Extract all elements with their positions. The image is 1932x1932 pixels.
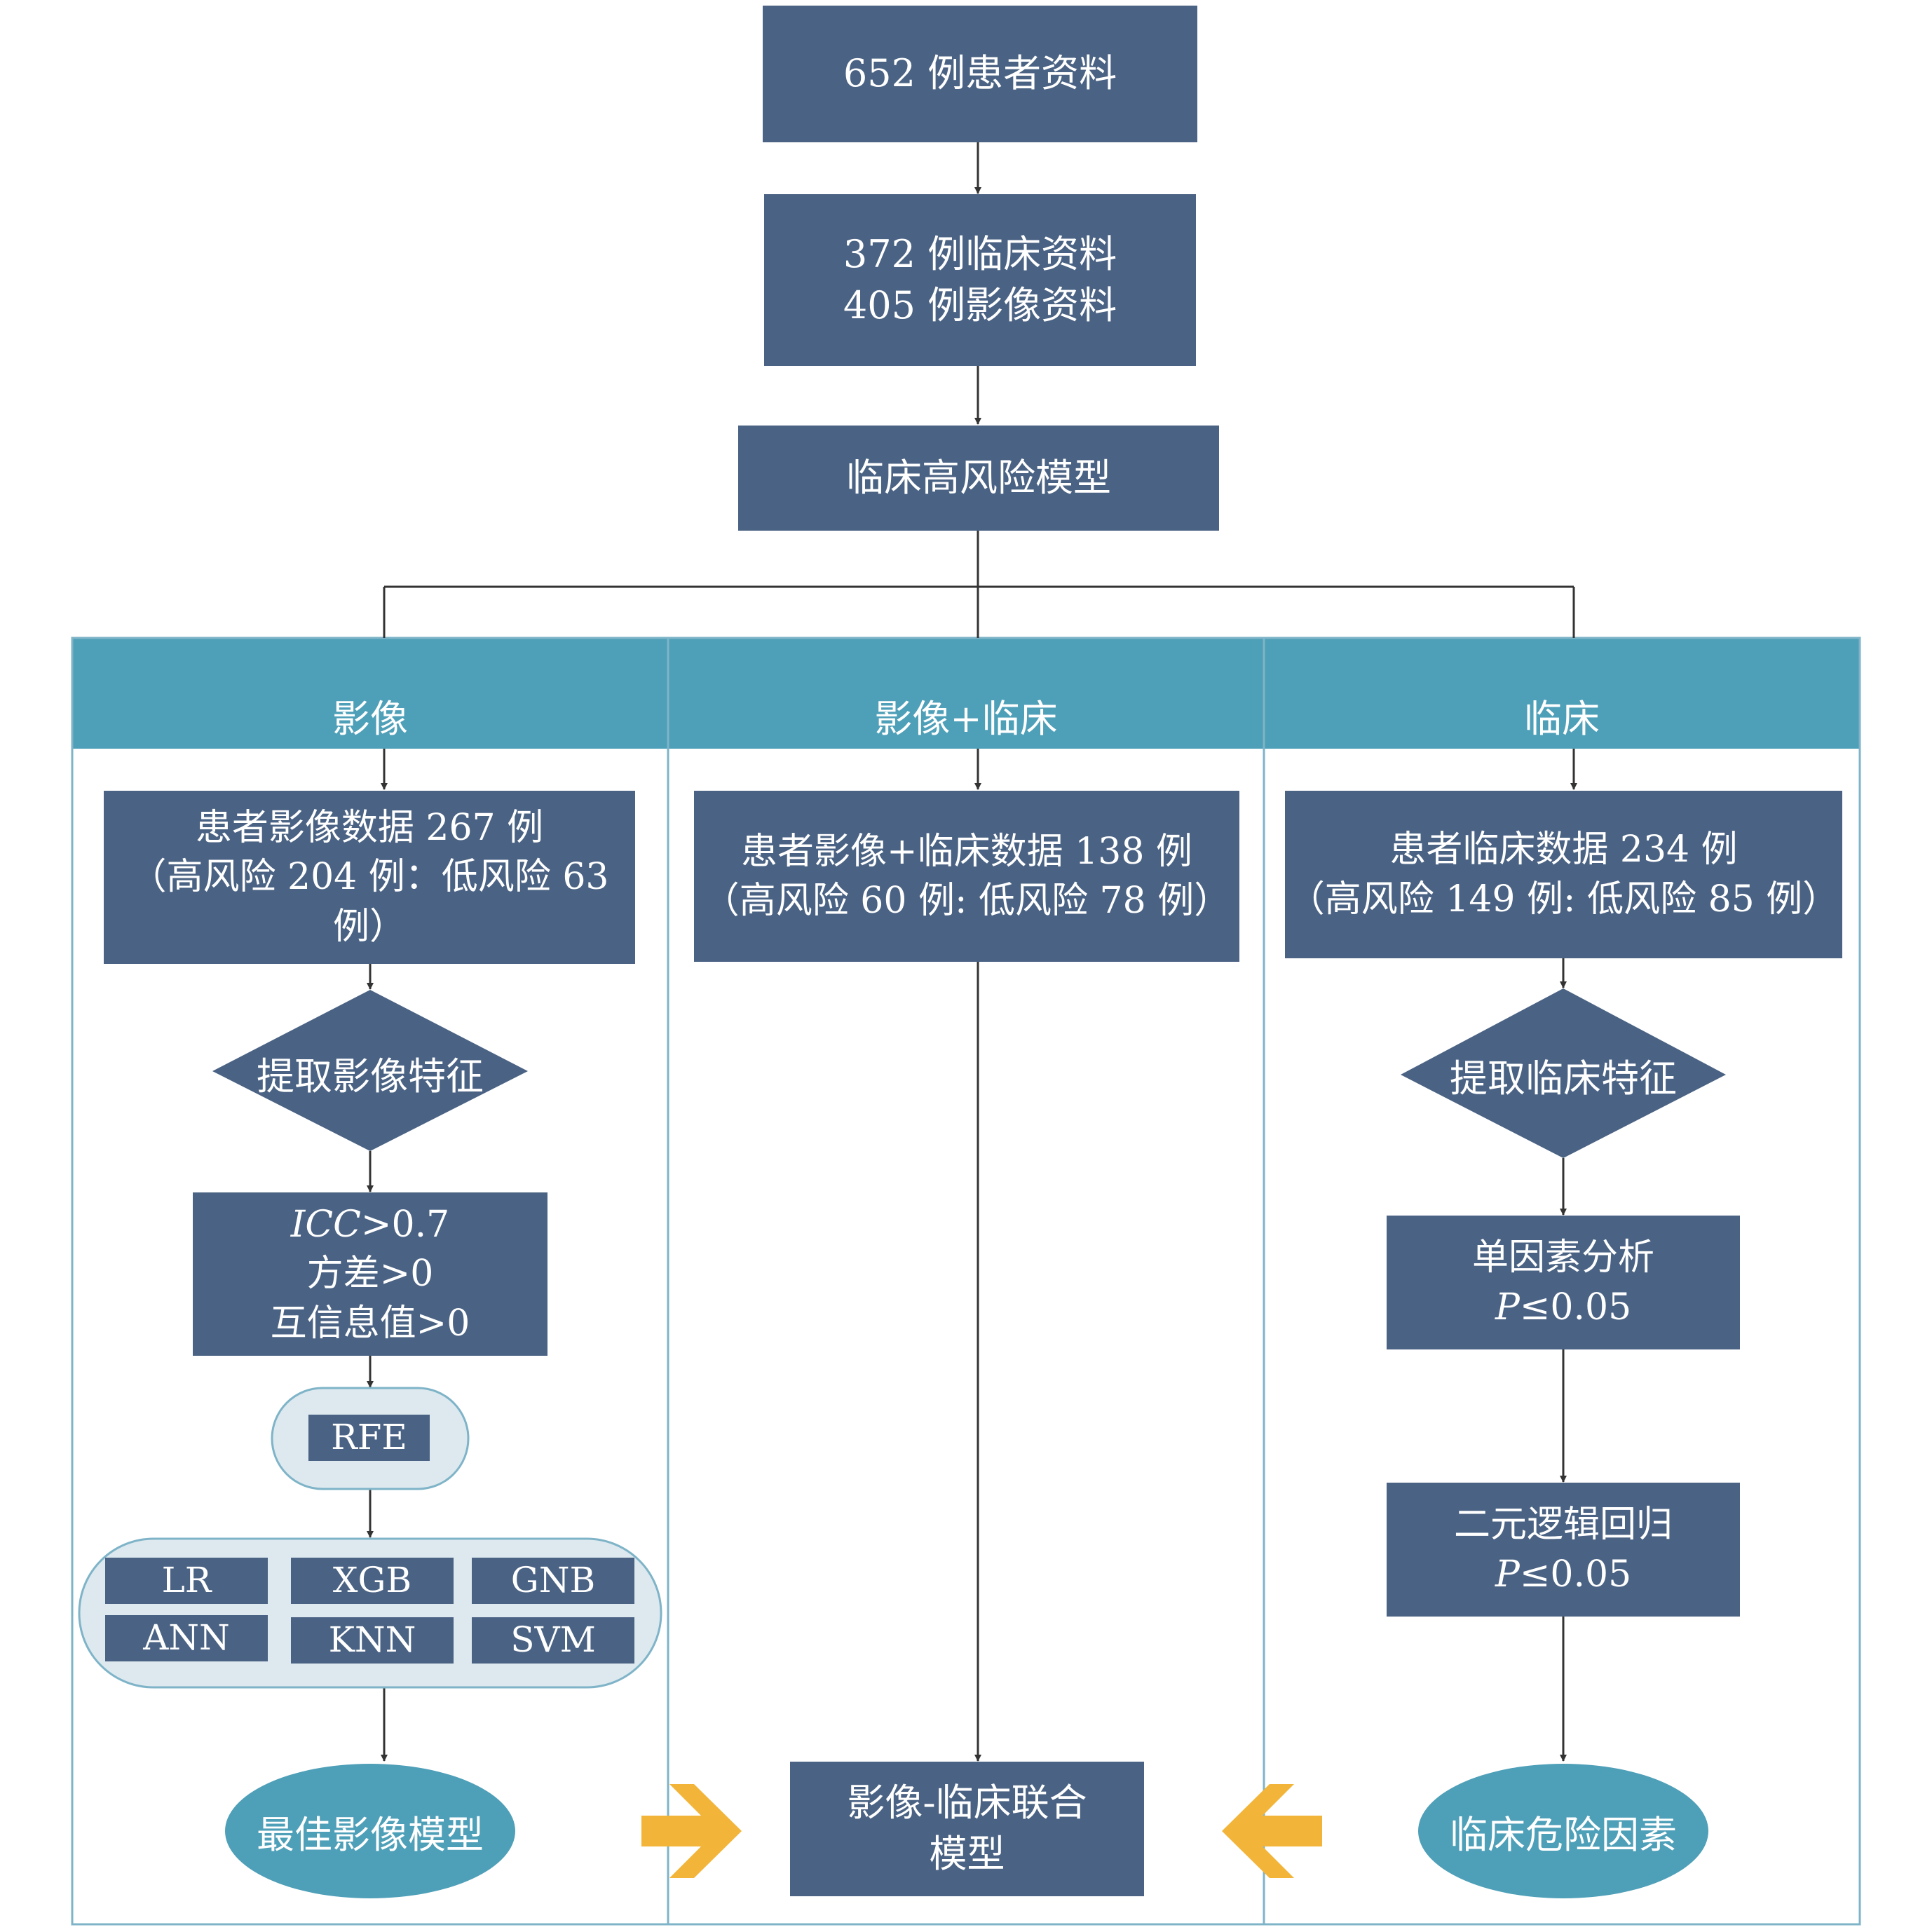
filter-icc-var: ICC [290,1204,361,1246]
univariate-p-rest: ≤0.05 [1519,1286,1632,1328]
data-line-2: 405 例影像资料 [843,283,1117,327]
data-line-1: 372 例临床资料 [843,231,1117,276]
panel-outline [71,637,1861,1926]
high-risk-model-box: 临床高风险模型 [738,426,1219,531]
classifier-svm: SVM [472,1617,634,1664]
clinical-data-line-2: （高风险 149 例: 低风险 85 例） [1288,878,1839,920]
clinical-data-box: 患者临床数据 234 例 （高风险 149 例: 低风险 85 例） [1285,791,1842,958]
yellow-arrow-right [641,1784,742,1878]
imaging-data-box: 患者影像数据 267 例 （高风险 204 例：低风险 63 例） [104,791,635,964]
univariate-text: 单因素分析 [1471,1237,1654,1279]
yellow-arrow-left [1222,1784,1322,1878]
classifier-lr: LR [105,1558,268,1604]
classifier-ann-text: ANN [143,1617,230,1659]
univariate-box: 单因素分析 P≤0.05 [1387,1216,1740,1349]
classifier-gnb-text: GNB [510,1560,596,1601]
filter-mutual-info: 互信息值>0 [270,1302,470,1345]
logistic-p: P≤0.05 [1495,1550,1631,1599]
rfe-box: RFE [308,1415,430,1461]
filter-variance: 方差>0 [306,1253,434,1295]
filter-icc-rest: >0.7 [360,1204,450,1246]
logistic-p-rest: ≤0.05 [1519,1553,1632,1596]
classifier-lr-text: LR [161,1560,212,1601]
patients-box: 652 例患者资料 [763,6,1197,142]
logistic-p-var: P [1495,1553,1520,1596]
logistic-text: 二元逻辑回归 [1453,1504,1673,1546]
clinical-data-line-1: 患者临床数据 234 例 [1389,829,1738,871]
imaging-extract-diamond [212,990,528,1151]
filter-icc: ICC>0.7 [291,1200,449,1249]
imaging-extract-label: 提取影像特征 [257,1054,484,1098]
patients-text: 652 例患者资料 [843,51,1117,96]
combined-data-box: 患者影像+临床数据 138 例 （高风险 60 例: 低风险 78 例） [694,791,1239,962]
header-clinical: 临床 [1524,696,1600,741]
header-imaging: 影像 [332,696,408,741]
high-risk-model-text: 临床高风险模型 [846,455,1111,500]
imaging-data-line-2: （高风险 204 例：低风险 63 例） [130,856,609,948]
classifier-knn: KNN [291,1617,454,1664]
panel-header-band [72,638,1860,749]
imaging-filter-box: ICC>0.7 方差>0 互信息值>0 [193,1192,547,1356]
univariate-p: P≤0.05 [1495,1283,1631,1332]
clinical-risk-oval [1418,1764,1708,1898]
header-combined: 影像+临床 [874,696,1058,741]
classifier-knn-text: KNN [328,1619,416,1661]
best-imaging-model-oval [225,1764,515,1898]
classifier-gnb: GNB [472,1558,634,1604]
best-imaging-model-label: 最佳影像模型 [257,1812,484,1857]
rfe-text: RFE [331,1417,407,1458]
univariate-p-var: P [1495,1286,1520,1328]
combined-data-line-2: （高风险 60 例: 低风险 78 例） [702,880,1231,922]
combined-model-line-2: 模型 [929,1832,1005,1876]
clinical-imaging-data-box: 372 例临床资料 405 例影像资料 [764,194,1196,366]
combined-model-line-1: 影像-临床联合 [847,1781,1087,1825]
clinical-extract-diamond [1401,988,1726,1158]
classifier-svm-text: SVM [510,1619,596,1661]
logistic-box: 二元逻辑回归 P≤0.05 [1387,1483,1740,1617]
classifier-xgb-text: XGB [332,1560,412,1601]
combined-model-box: 影像-临床联合 模型 [790,1762,1144,1896]
classifier-xgb: XGB [291,1558,454,1604]
clinical-extract-label: 提取临床特征 [1450,1056,1677,1101]
clinical-risk-label: 临床危险因素 [1450,1812,1677,1857]
combined-data-line-1: 患者影像+临床数据 138 例 [741,830,1192,873]
imaging-data-line-1: 患者影像数据 267 例 [195,807,544,850]
classifier-ann: ANN [105,1615,268,1661]
